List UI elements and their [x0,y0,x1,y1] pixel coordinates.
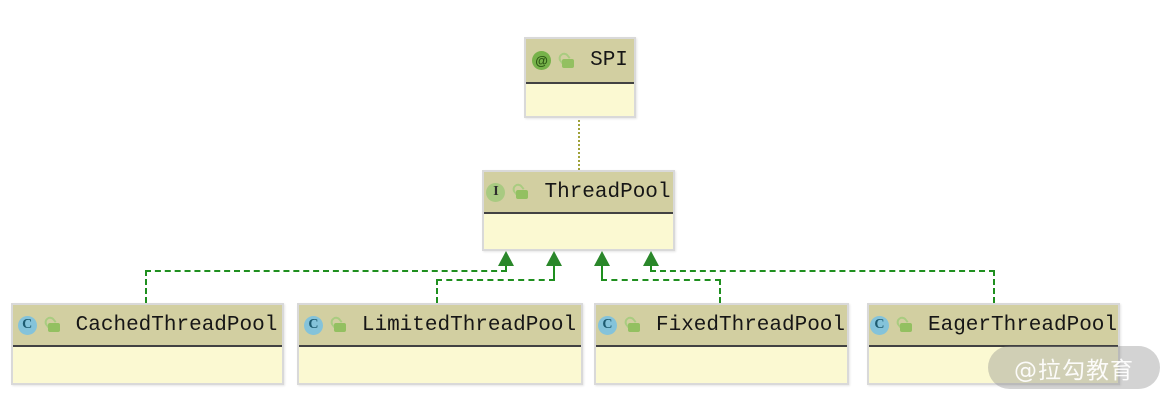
edge-cached-implements-stub [505,264,507,271]
annotation-icon: @ [532,51,552,70]
unlocked-icon [558,53,575,69]
uml-node-label: EagerThreadPool [927,313,1118,337]
uml-node-eagerthreadpool[interactable]: C EagerThreadPool [867,303,1120,385]
unlocked-icon [896,317,912,333]
class-icon: C [17,315,37,335]
unlocked-icon [624,317,640,333]
uml-node-cachedthreadpool[interactable]: C CachedThreadPool [11,303,284,385]
uml-node-label: ThreadPool [544,180,671,204]
edge-limited-implements-vertical [436,279,438,303]
uml-node-label: LimitedThreadPool [361,313,577,337]
edge-eager-implements-stub [650,264,652,271]
uml-node-header: C CachedThreadPool [13,305,282,347]
edge-fixed-implements-vertical [719,279,721,303]
edge-limited-implements-stub [553,264,555,280]
unlocked-icon [512,184,529,200]
uml-node-limitedthreadpool[interactable]: C LimitedThreadPool [297,303,583,385]
uml-node-header: C EagerThreadPool [869,305,1118,347]
watermark-badge: @拉勾教育 [988,346,1160,389]
edge-fixed-implements-horizontal [601,279,721,281]
edge-spi-threadpool-dotted [578,120,580,170]
uml-node-label: SPI [590,49,628,72]
edge-cached-implements-vertical [145,270,147,303]
edge-eager-implements-horizontal [650,270,995,272]
uml-node-threadpool[interactable]: I ThreadPool [482,170,675,251]
uml-node-header: I ThreadPool [484,172,673,214]
class-icon: C [869,315,889,335]
watermark-text: @拉勾教育 [1014,357,1134,384]
edge-fixed-implements-stub [601,264,603,280]
class-icon: C [597,315,617,335]
class-icon: C [303,315,323,335]
uml-node-spi[interactable]: @ SPI [524,37,636,118]
uml-node-label: FixedThreadPool [655,313,846,337]
arrowhead-icon [594,251,610,266]
edge-limited-implements-horizontal [436,279,555,281]
uml-node-label: CachedThreadPool [75,313,278,337]
uml-node-header: C FixedThreadPool [596,305,847,347]
uml-node-header: @ SPI [526,39,634,84]
uml-node-header: C LimitedThreadPool [299,305,581,347]
unlocked-icon [44,317,60,333]
arrowhead-icon [643,251,659,266]
interface-icon: I [486,182,506,202]
edge-cached-implements-horizontal [145,270,507,272]
arrowhead-icon [546,251,562,266]
arrowhead-icon [498,251,514,266]
unlocked-icon [330,317,346,333]
uml-node-fixedthreadpool[interactable]: C FixedThreadPool [594,303,849,385]
edge-eager-implements-vertical [993,270,995,303]
